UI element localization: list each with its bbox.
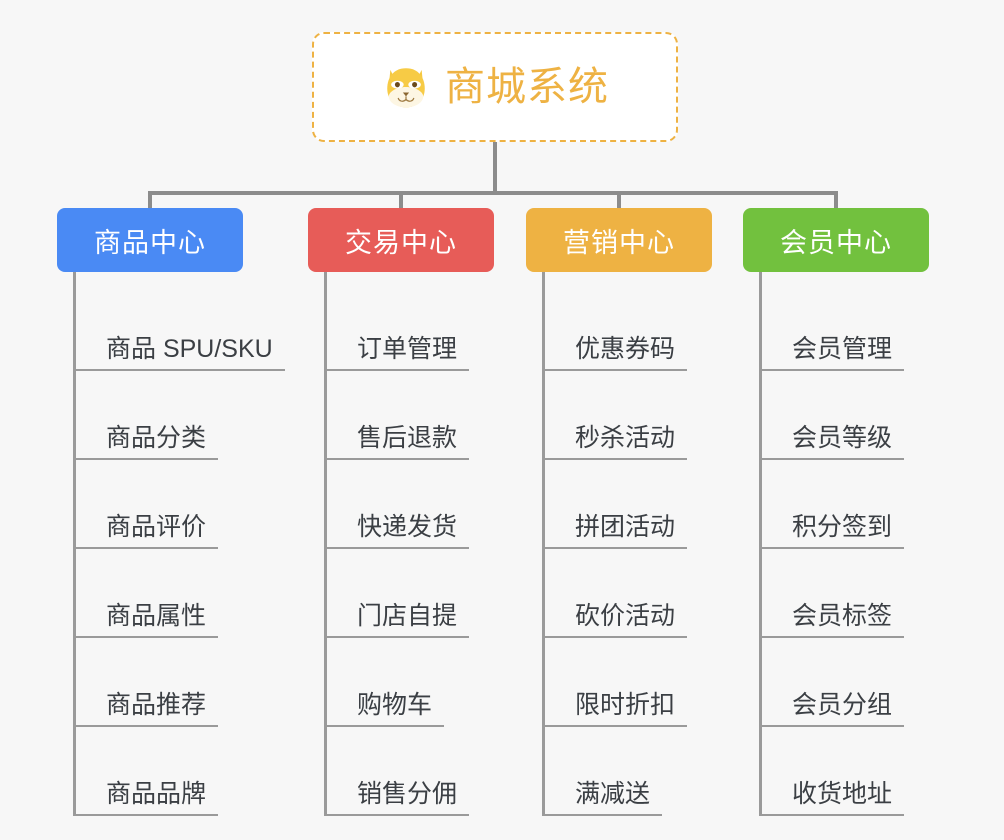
branch-column-product: 商品中心 商品 SPU/SKU 商品分类 商品评价 商品属性 商品推荐 商品品牌 — [57, 208, 289, 816]
list-item[interactable]: 商品评价 — [76, 460, 289, 549]
leaf-list-marketing: 优惠券码 秒杀活动 拼团活动 砍价活动 限时折扣 满减送 — [542, 272, 743, 816]
root-node[interactable]: 商城系统 — [312, 32, 678, 142]
leaf-label: 快递发货 — [327, 513, 470, 549]
leaf-label: 满减送 — [545, 780, 663, 816]
leaf-label: 砍价活动 — [545, 602, 688, 638]
leaf-label: 商品推荐 — [76, 691, 219, 727]
connector-root-stem — [493, 142, 497, 193]
leaf-label: 商品评价 — [76, 513, 219, 549]
list-item[interactable]: 限时折扣 — [545, 638, 743, 727]
list-item[interactable]: 商品品牌 — [76, 727, 289, 816]
leaf-label: 会员标签 — [762, 602, 905, 638]
list-item[interactable]: 销售分佣 — [327, 727, 526, 816]
list-item[interactable]: 积分签到 — [762, 460, 961, 549]
leaf-list-member: 会员管理 会员等级 积分签到 会员标签 会员分组 收货地址 — [759, 272, 961, 816]
category-label: 会员中心 — [780, 227, 892, 258]
category-label: 营销中心 — [563, 227, 675, 258]
list-item[interactable]: 砍价活动 — [545, 549, 743, 638]
leaf-label: 商品 SPU/SKU — [76, 335, 285, 371]
leaf-label: 限时折扣 — [545, 691, 688, 727]
connector-drop-4 — [834, 191, 838, 208]
list-item[interactable]: 快递发货 — [327, 460, 526, 549]
connector-drop-3 — [617, 191, 621, 208]
list-item[interactable]: 会员分组 — [762, 638, 961, 727]
branch-column-trade: 交易中心 订单管理 售后退款 快递发货 门店自提 购物车 销售分佣 — [308, 208, 526, 816]
leaf-label: 会员分组 — [762, 691, 905, 727]
leaf-label: 购物车 — [327, 691, 445, 727]
leaf-label: 商品属性 — [76, 602, 219, 638]
leaf-label: 积分签到 — [762, 513, 905, 549]
category-header-member[interactable]: 会员中心 — [743, 208, 929, 272]
list-item[interactable]: 拼团活动 — [545, 460, 743, 549]
list-item[interactable]: 会员标签 — [762, 549, 961, 638]
leaf-list-trade: 订单管理 售后退款 快递发货 门店自提 购物车 销售分佣 — [324, 272, 526, 816]
leaf-label: 秒杀活动 — [545, 424, 688, 460]
list-item[interactable]: 会员等级 — [762, 371, 961, 460]
branch-column-marketing: 营销中心 优惠券码 秒杀活动 拼团活动 砍价活动 限时折扣 满减送 — [526, 208, 743, 816]
category-header-trade[interactable]: 交易中心 — [308, 208, 494, 272]
connector-drop-1 — [148, 191, 152, 208]
leaf-label: 会员管理 — [762, 335, 905, 371]
leaf-label: 商品品牌 — [76, 780, 219, 816]
leaf-label: 订单管理 — [327, 335, 470, 371]
leaf-label: 售后退款 — [327, 424, 470, 460]
list-item[interactable]: 商品分类 — [76, 371, 289, 460]
leaf-list-product: 商品 SPU/SKU 商品分类 商品评价 商品属性 商品推荐 商品品牌 — [73, 272, 289, 816]
category-header-product[interactable]: 商品中心 — [57, 208, 243, 272]
category-label: 商品中心 — [94, 227, 206, 258]
leaf-label: 收货地址 — [762, 780, 905, 816]
list-item[interactable]: 优惠券码 — [545, 282, 743, 371]
connector-horizontal-bar — [148, 191, 838, 195]
root-title: 商城系统 — [445, 65, 609, 109]
list-item[interactable]: 满减送 — [545, 727, 743, 816]
leaf-label: 商品分类 — [76, 424, 219, 460]
shiba-dog-face-icon — [387, 68, 425, 108]
leaf-label: 销售分佣 — [327, 780, 470, 816]
category-label: 交易中心 — [345, 227, 457, 258]
leaf-label: 优惠券码 — [545, 335, 688, 371]
leaf-label: 门店自提 — [327, 602, 470, 638]
list-item[interactable]: 订单管理 — [327, 282, 526, 371]
branch-column-member: 会员中心 会员管理 会员等级 积分签到 会员标签 会员分组 收货地址 — [743, 208, 961, 816]
list-item[interactable]: 售后退款 — [327, 371, 526, 460]
leaf-label: 拼团活动 — [545, 513, 688, 549]
leaf-label: 会员等级 — [762, 424, 905, 460]
list-item[interactable]: 门店自提 — [327, 549, 526, 638]
list-item[interactable]: 收货地址 — [762, 727, 961, 816]
branch-columns: 商品中心 商品 SPU/SKU 商品分类 商品评价 商品属性 商品推荐 商品品牌… — [0, 208, 1004, 840]
connector-drop-2 — [399, 191, 403, 208]
list-item[interactable]: 商品推荐 — [76, 638, 289, 727]
list-item[interactable]: 会员管理 — [762, 282, 961, 371]
list-item[interactable]: 商品属性 — [76, 549, 289, 638]
category-header-marketing[interactable]: 营销中心 — [526, 208, 712, 272]
list-item[interactable]: 商品 SPU/SKU — [76, 282, 289, 371]
list-item[interactable]: 购物车 — [327, 638, 526, 727]
list-item[interactable]: 秒杀活动 — [545, 371, 743, 460]
